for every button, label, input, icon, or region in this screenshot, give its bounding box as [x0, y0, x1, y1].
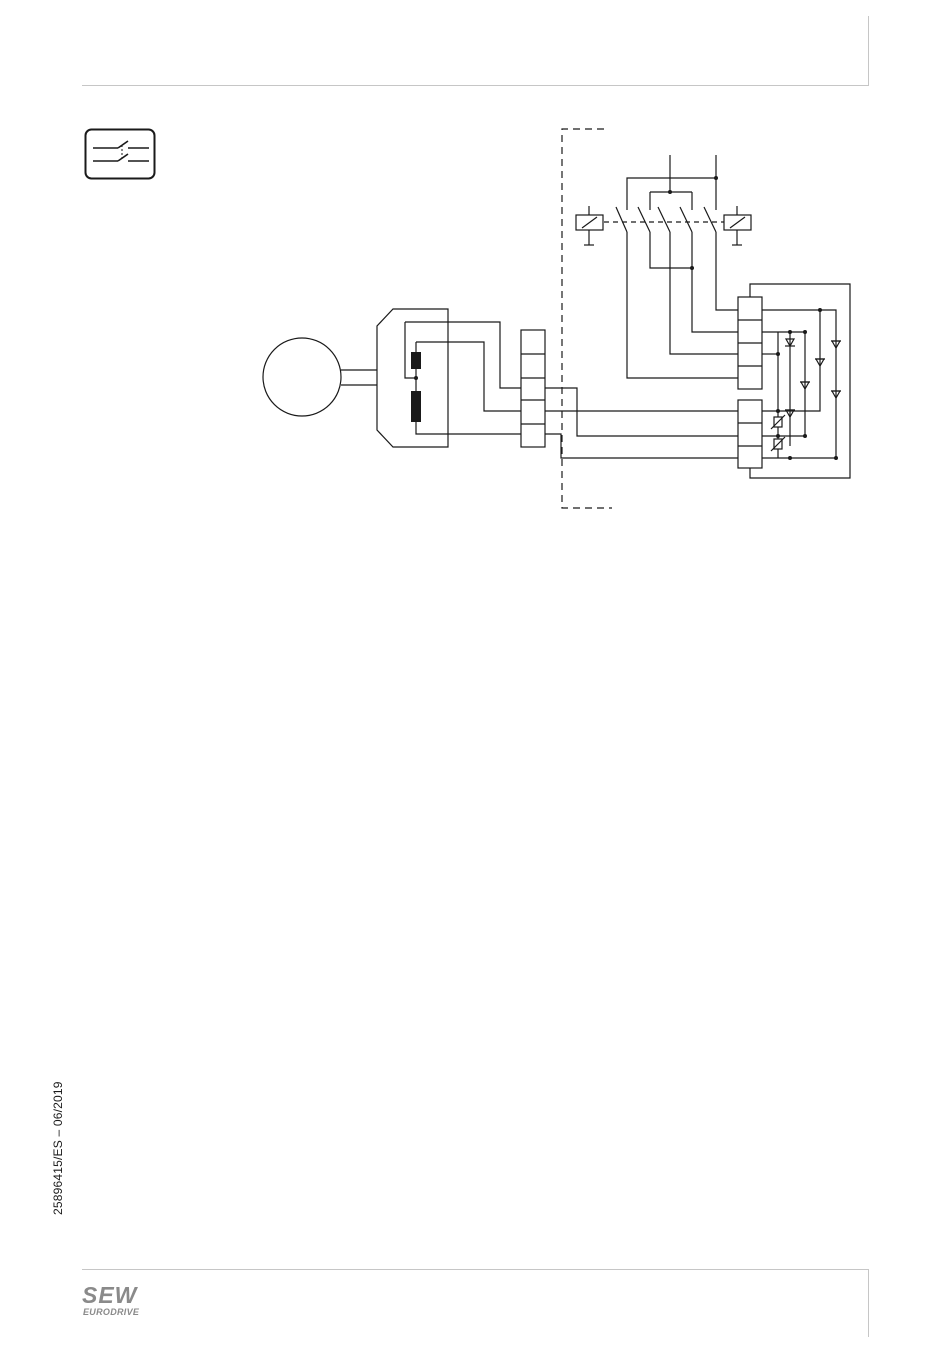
- brake-coil-lower: [411, 391, 421, 422]
- svg-text:EURODRIVE: EURODRIVE: [83, 1307, 140, 1317]
- terminal-strip-motor: [521, 330, 545, 447]
- svg-text:SEW: SEW: [82, 1282, 139, 1308]
- rectifier-terminal-lower: [738, 400, 762, 468]
- control-cabinet-outline: [562, 129, 612, 508]
- rectifier-housing: [750, 284, 850, 478]
- header-rule: [82, 85, 869, 86]
- brake-wiring-diagram: [255, 120, 865, 520]
- header-rule-vertical: [868, 16, 869, 86]
- footer-rule: [82, 1269, 869, 1270]
- brake-coil-upper: [411, 352, 421, 369]
- motor-symbol: [263, 338, 341, 416]
- switch-contact-icon: [84, 128, 156, 180]
- sew-eurodrive-logo: SEW EURODRIVE: [82, 1282, 154, 1318]
- footer-rule-vertical: [868, 1269, 869, 1337]
- document-id: 25896415/ES – 06/2019: [51, 1081, 65, 1215]
